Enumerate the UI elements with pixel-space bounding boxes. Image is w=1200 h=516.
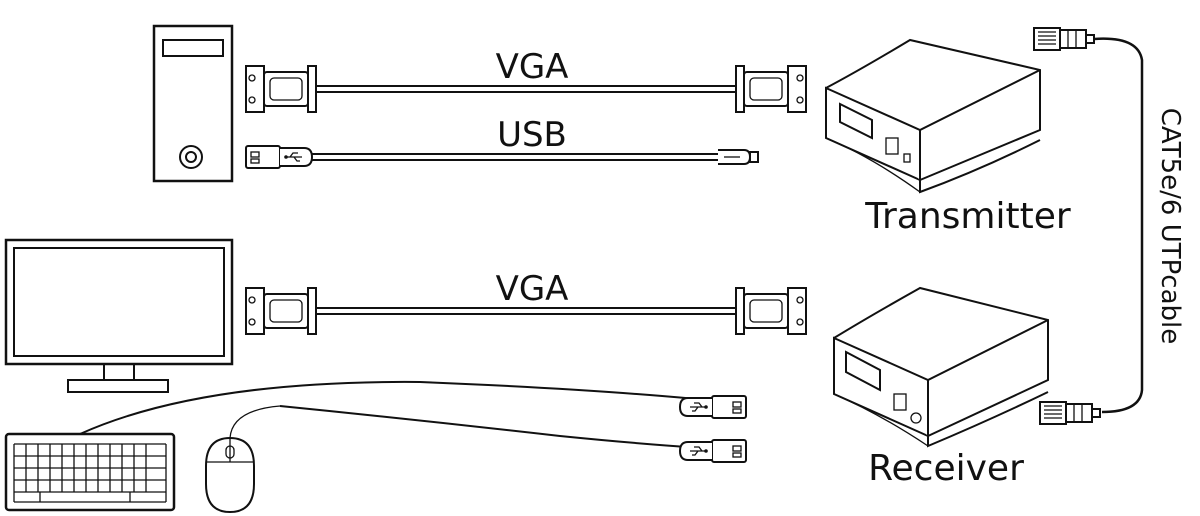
- vga-connector-icon: [245, 65, 317, 113]
- usb-a-connector-icon: [245, 145, 313, 169]
- cat-cable-label: CAT5e/6 UTPcable: [1155, 108, 1185, 344]
- vga-connector-icon: [735, 287, 807, 335]
- transmitter-label: Transmitter: [864, 196, 1071, 237]
- vga-connector-icon: [245, 287, 317, 335]
- mouse-icon: [205, 405, 281, 514]
- usb-cable: USB: [245, 115, 759, 169]
- extender-box-icon: [825, 38, 1041, 194]
- keyboard-icon: [4, 432, 176, 512]
- receiver-box: Receiver: [833, 286, 1049, 489]
- cat-cable: CAT5e/6 UTPcable: [1033, 27, 1185, 425]
- usb-label: USB: [497, 115, 567, 155]
- transmitter-box: Transmitter: [825, 38, 1071, 237]
- vga-cable-bottom: VGA: [245, 269, 807, 335]
- receiver-label: Receiver: [868, 448, 1024, 489]
- rj45-connector-icon: [1033, 27, 1095, 51]
- computer-tower-icon: [152, 24, 234, 183]
- usb-a-connector-icon: [679, 439, 747, 463]
- vga-top-label: VGA: [496, 47, 569, 87]
- mini-usb-connector-icon: [718, 149, 759, 165]
- vga-connector-icon: [735, 65, 807, 113]
- extender-box-icon: [833, 286, 1049, 448]
- keyboard-usb-cable: [79, 380, 747, 435]
- vga-bottom-label: VGA: [496, 269, 569, 309]
- rj45-connector-icon: [1039, 401, 1101, 425]
- vga-cable-top: VGA: [245, 47, 807, 113]
- mouse-usb-cable: [279, 405, 747, 463]
- usb-a-connector-icon: [679, 395, 747, 419]
- monitor-icon: [4, 238, 234, 393]
